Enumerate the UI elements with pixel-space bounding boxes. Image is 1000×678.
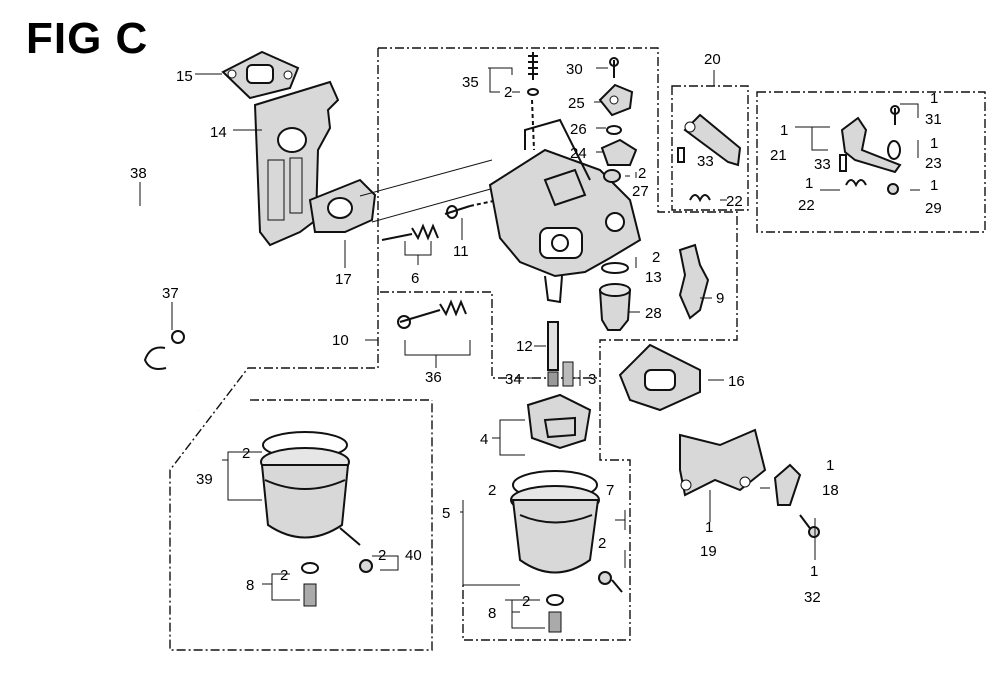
label-37: 37 xyxy=(162,285,179,302)
label-2e: 2 xyxy=(598,535,606,552)
lever-assembly-part-21 xyxy=(839,105,902,195)
label-5: 5 xyxy=(442,505,450,522)
pilot-jet-part-11 xyxy=(444,199,499,219)
label-1d: 1 xyxy=(805,175,813,192)
label-40: 40 xyxy=(405,547,422,564)
label-9: 9 xyxy=(716,290,724,307)
float-bowl-part-39 xyxy=(260,431,373,573)
label-3: 3 xyxy=(588,371,596,388)
spring-part-22 xyxy=(689,194,711,203)
part-labels: 15 14 38 37 17 6 11 35 2 30 25 26 24 2 2… xyxy=(130,51,942,622)
choke-lever-part-20 xyxy=(677,113,742,167)
label-30: 30 xyxy=(566,61,583,78)
label-2i: 2 xyxy=(280,567,288,584)
label-34: 34 xyxy=(505,371,522,388)
float-bowl-part-5 xyxy=(510,470,623,593)
o-ring-part-13 xyxy=(601,262,629,274)
drain-bolt-part-8b xyxy=(546,594,564,633)
label-14: 14 xyxy=(210,124,227,141)
throttle-stop-screw-part-6 xyxy=(381,223,439,241)
label-32: 32 xyxy=(804,589,821,606)
float-part-9 xyxy=(678,243,710,320)
label-29: 29 xyxy=(925,200,942,217)
label-28: 28 xyxy=(645,305,662,322)
label-15: 15 xyxy=(176,68,193,85)
screw-part-32 xyxy=(799,514,820,538)
label-13: 13 xyxy=(645,269,662,286)
gasket-part-17 xyxy=(308,159,506,233)
label-2d: 2 xyxy=(488,482,496,499)
label-12: 12 xyxy=(516,338,533,355)
bracket-part-19 xyxy=(679,428,767,497)
part-18 xyxy=(773,463,802,506)
label-24: 24 xyxy=(570,145,587,162)
label-1g: 1 xyxy=(705,519,713,536)
part-27 xyxy=(603,169,621,183)
label-2a: 2 xyxy=(504,84,512,101)
label-27: 27 xyxy=(632,183,649,200)
label-19: 19 xyxy=(700,543,717,560)
label-1f: 1 xyxy=(826,457,834,474)
label-2h: 2 xyxy=(378,547,386,564)
label-16: 16 xyxy=(728,373,745,390)
label-8b: 8 xyxy=(488,605,496,622)
label-23: 23 xyxy=(925,155,942,172)
leader-lines xyxy=(139,67,920,629)
label-1a: 1 xyxy=(930,90,938,107)
label-6: 6 xyxy=(411,270,419,287)
label-11: 11 xyxy=(453,243,469,260)
figure-title: FIG C xyxy=(26,14,149,63)
label-17: 17 xyxy=(335,271,352,288)
part-34 xyxy=(547,371,559,387)
label-33a: 33 xyxy=(697,153,714,170)
label-21: 21 xyxy=(770,147,787,164)
label-33b: 33 xyxy=(814,156,831,173)
label-35: 35 xyxy=(462,74,479,91)
label-2c: 2 xyxy=(652,249,660,266)
label-2b: 2 xyxy=(638,165,646,182)
screw-assembly-part-36 xyxy=(397,299,467,329)
gasket-part-16 xyxy=(618,343,701,412)
label-22b: 22 xyxy=(798,197,815,214)
label-7: 7 xyxy=(606,482,614,499)
label-39: 39 xyxy=(196,471,213,488)
main-nozzle-part-12 xyxy=(547,321,559,371)
group-boundaries xyxy=(169,47,986,651)
label-1h: 1 xyxy=(810,563,818,580)
label-4: 4 xyxy=(480,431,488,448)
label-38: 38 xyxy=(130,165,147,182)
part-24 xyxy=(600,138,638,166)
carburetor-body xyxy=(488,99,642,304)
label-20: 20 xyxy=(704,51,721,68)
label-10: 10 xyxy=(332,332,349,349)
main-jet-part-3 xyxy=(562,361,574,387)
fuel-hose-part-38 xyxy=(107,194,209,411)
float-part-4 xyxy=(526,393,592,450)
label-2f: 2 xyxy=(522,593,530,610)
label-18: 18 xyxy=(822,482,839,499)
label-26: 26 xyxy=(570,121,587,138)
gasket-part-15 xyxy=(221,50,300,100)
screw-part-35 xyxy=(527,52,539,96)
label-36: 36 xyxy=(425,369,442,386)
screw-part-30 xyxy=(609,57,619,78)
label-1e: 1 xyxy=(930,177,938,194)
drain-bolt-part-8a xyxy=(301,562,319,607)
label-31: 31 xyxy=(925,111,942,128)
label-8a: 8 xyxy=(246,577,254,594)
label-22a: 22 xyxy=(726,193,743,210)
label-25: 25 xyxy=(568,95,585,112)
cap-part-25 xyxy=(598,83,634,117)
washer-part-26 xyxy=(606,125,622,135)
insulator-part-14 xyxy=(253,80,340,247)
label-1b: 1 xyxy=(780,122,788,139)
label-2g: 2 xyxy=(242,445,250,462)
label-1c: 1 xyxy=(930,135,938,152)
part-28 xyxy=(598,283,632,331)
